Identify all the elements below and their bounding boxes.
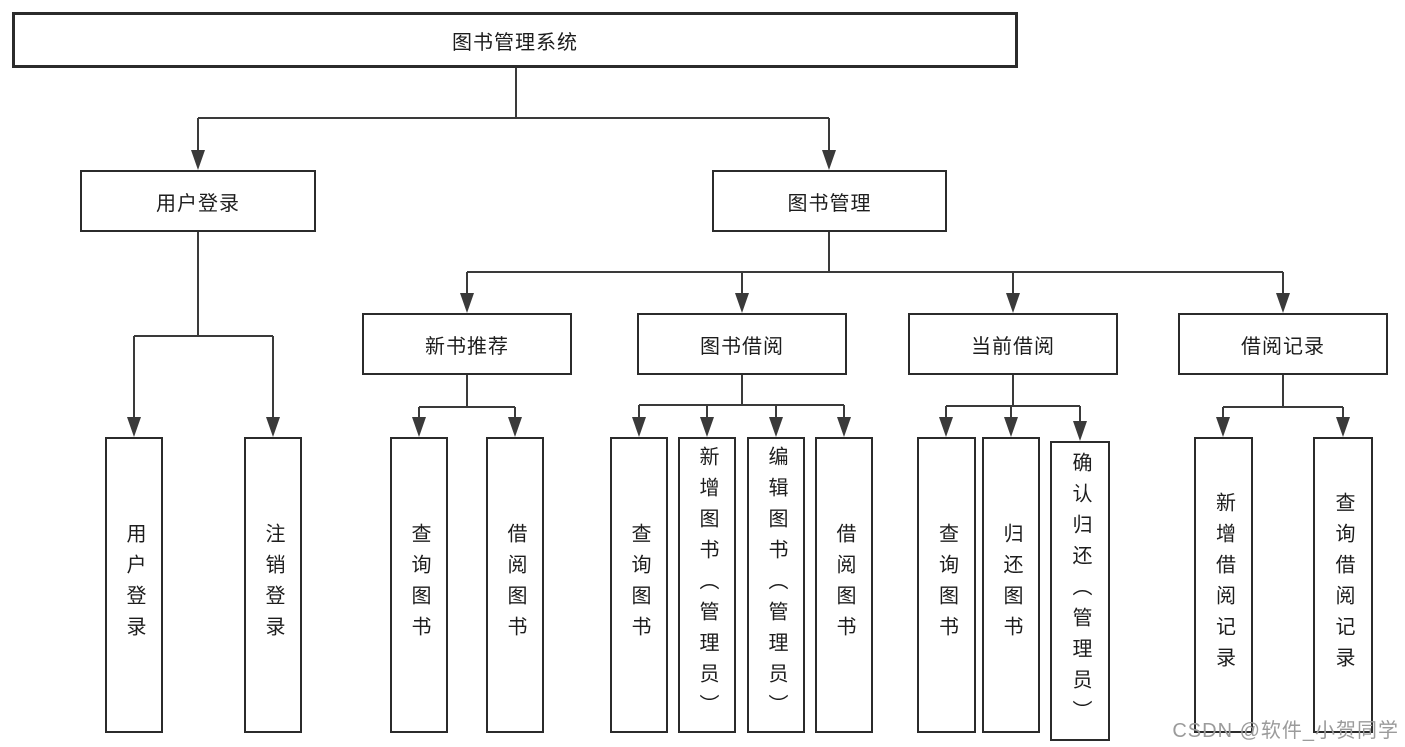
leaf-query-book-3-label: 查询图书 xyxy=(935,523,958,647)
leaf-query-book-2-label: 查询图书 xyxy=(628,523,650,647)
leaf-user-login-label: 用户登录 xyxy=(123,523,145,647)
leaf-query-book-3: 查询图书 xyxy=(917,437,976,733)
node-book-mgmt-label: 图书管理 xyxy=(787,192,872,215)
node-borrow-record-label: 借阅记录 xyxy=(1241,335,1325,358)
leaf-borrow-book-1: 借阅图书 xyxy=(486,437,544,733)
leaf-add-book-admin-label: 新增图书（管理员） xyxy=(696,445,718,725)
leaf-query-book-2: 查询图书 xyxy=(610,437,668,733)
leaf-confirm-return-admin: 确认归还（管理员） xyxy=(1050,441,1110,741)
leaf-add-book-admin: 新增图书（管理员） xyxy=(678,437,736,733)
leaf-logout: 注销登录 xyxy=(244,437,302,733)
leaf-add-borrow-record: 新增借阅记录 xyxy=(1194,437,1253,733)
node-book-mgmt: 图书管理 xyxy=(712,170,947,232)
leaf-query-book-1-label: 查询图书 xyxy=(408,523,430,647)
node-borrow-record: 借阅记录 xyxy=(1178,313,1388,375)
leaf-return-book-label: 归还图书 xyxy=(1000,523,1022,647)
leaf-query-book-1: 查询图书 xyxy=(390,437,448,733)
csdn-watermark: CSDN @软件_小贺同学 xyxy=(1172,720,1399,742)
leaf-add-borrow-record-label: 新增借阅记录 xyxy=(1212,492,1235,678)
leaf-borrow-book-2-label: 借阅图书 xyxy=(833,523,855,647)
node-book-borrow-label: 图书借阅 xyxy=(700,335,784,358)
leaf-edit-book-admin-label: 编辑图书（管理员） xyxy=(765,445,787,725)
node-user-login: 用户登录 xyxy=(80,170,316,232)
leaf-borrow-book-2: 借阅图书 xyxy=(815,437,873,733)
node-current-borrow-label: 当前借阅 xyxy=(971,335,1055,358)
leaf-user-login: 用户登录 xyxy=(105,437,163,733)
leaf-logout-label: 注销登录 xyxy=(262,523,284,647)
node-root: 图书管理系统 xyxy=(12,12,1018,68)
node-book-borrow: 图书借阅 xyxy=(637,313,847,375)
leaf-query-borrow-record-label: 查询借阅记录 xyxy=(1332,492,1354,678)
leaf-return-book: 归还图书 xyxy=(982,437,1040,733)
node-user-login-label: 用户登录 xyxy=(156,192,240,215)
node-new-book-recommend: 新书推荐 xyxy=(362,313,572,375)
node-new-book-recommend-label: 新书推荐 xyxy=(425,335,509,358)
leaf-query-borrow-record: 查询借阅记录 xyxy=(1313,437,1373,733)
leaf-borrow-book-1-label: 借阅图书 xyxy=(504,523,526,647)
node-current-borrow: 当前借阅 xyxy=(908,313,1118,375)
leaf-confirm-return-admin-label: 确认归还（管理员） xyxy=(1069,451,1091,731)
leaf-edit-book-admin: 编辑图书（管理员） xyxy=(747,437,805,733)
node-root-label: 图书管理系统 xyxy=(452,31,578,54)
